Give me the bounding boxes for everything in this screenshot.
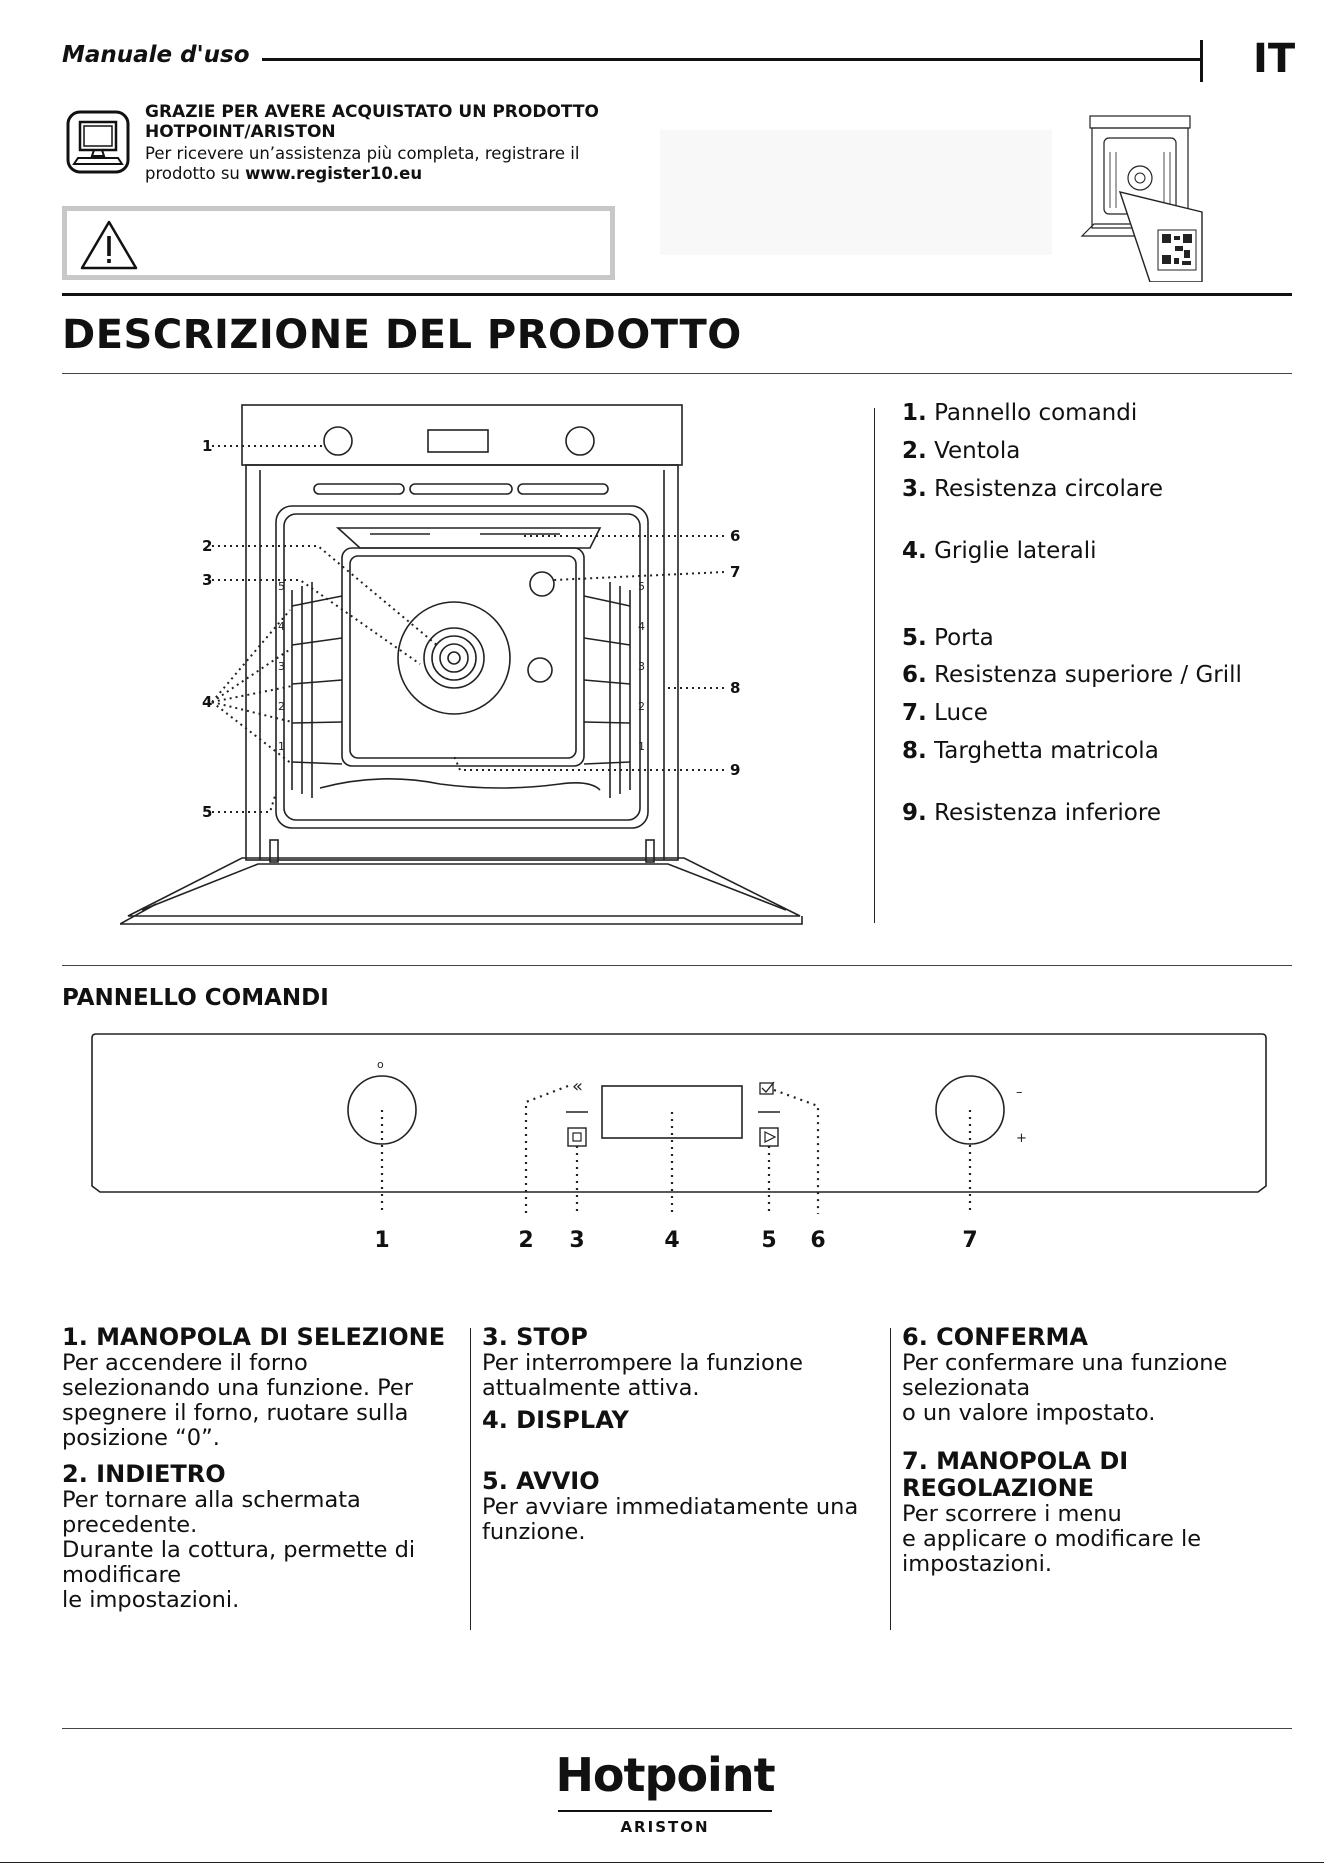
desc-text: Per confermare una funzione selezionata … [902,1350,1228,1426]
knob-zero-mark: o [377,1058,384,1071]
description-column-1: 1. MANOPOLA DI SELEZIONE Per accendere i… [62,1324,462,1613]
desc-heading: 4. DISPLAY [482,1406,629,1434]
legend-item: 8. Targhetta matricola [902,738,1159,764]
desc-text: Per avviare immediatamente una funzione. [482,1494,859,1545]
thanks-heading: GRAZIE PER AVERE ACQUISTATO UN PRODOTTO … [145,102,599,142]
column-separator [890,1328,891,1630]
panel-callout: 2 [518,1228,533,1253]
section-rule [62,293,1292,296]
callout-label: 2 [202,537,212,555]
brand-name: Hotpoint [555,1748,775,1802]
legend-item: 3. Resistenza circolare [902,476,1164,502]
desc-heading: 5. AVVIO [482,1467,600,1495]
desc-text: Per scorrere i menu e applicare o modifi… [902,1501,1202,1577]
brand-logo: Hotpoint ARISTON [500,1748,830,1848]
language-code: IT [1253,36,1296,82]
shelf-level-label: 4 [278,620,285,633]
desc-heading: 2. INDIETRO [62,1460,226,1488]
column-separator [470,1328,471,1630]
callout-label: 7 [730,563,740,581]
panel-callout: 5 [761,1228,776,1253]
footer-rule [62,1728,1292,1729]
panel-callout: 6 [810,1228,825,1253]
shelf-level-label: 1 [278,740,285,753]
desc-text: Per interrompere la funzione attualmente… [482,1350,803,1401]
legend-item: 4. Griglie laterali [902,538,1097,564]
confirm-icon [759,1082,774,1095]
shelf-level-label: 5 [638,580,645,593]
brand-underline [558,1810,772,1812]
computer-icon [66,110,130,174]
title-underline [62,373,1292,374]
callout-label: 1 [202,437,212,455]
desc-heading: 7. MANOPOLA DI REGOLAZIONE [902,1447,1129,1502]
oven-diagram: 1 2 3 4 5 6 7 8 9 5 4 3 2 1 5 4 3 2 1 [120,404,803,925]
callout-label: 4 [202,693,212,711]
section-title: DESCRIZIONE DEL PRODOTTO [62,312,742,358]
desc-heading: 3. STOP [482,1323,588,1351]
callout-label: 5 [202,803,212,821]
description-column-3: 6. CONFERMA Per confermare una funzione … [902,1324,1302,1577]
control-panel-diagram: o « – + 1 2 3 4 5 6 7 [91,1033,1267,1253]
section-rule-thin [62,965,1292,966]
manual-title: Manuale d'uso [62,42,250,68]
panel-callout: 4 [664,1228,679,1253]
register-text: Per ricevere un’assistenza più completa,… [145,144,580,183]
panel-callout: 3 [569,1228,584,1253]
panel-callout: 7 [962,1228,977,1253]
control-panel-title: PANNELLO COMANDI [62,985,329,1011]
shelf-level-label: 2 [638,700,645,713]
shelf-level-label: 1 [638,740,645,753]
desc-text: Per tornare alla schermata precedente. D… [62,1487,416,1613]
legend-item: 1. Pannello comandi [902,400,1138,426]
description-column-2: 3. STOP Per interrompere la funzione att… [482,1324,882,1545]
header-rule [262,58,1202,61]
legend-item: 7. Luce [902,700,988,726]
callout-label: 6 [730,527,740,545]
oven-qr-label-illustration [1080,115,1203,282]
shelf-level-label: 3 [638,660,645,673]
brand-sub: ARISTON [620,1818,710,1836]
safety-warning-box [62,206,615,280]
minus-mark: – [1016,1085,1023,1100]
page-bottom-line [0,1862,1324,1863]
callout-label: 8 [730,679,740,697]
shelf-level-label: 4 [638,620,645,633]
legend-separator [874,408,875,923]
stop-icon [567,1127,587,1147]
legend-item: 2. Ventola [902,438,1021,464]
legend-item: 6. Resistenza superiore / Grill [902,662,1242,688]
plus-mark: + [1016,1131,1027,1146]
panel-callout: 1 [374,1228,389,1253]
legend-item: 5. Porta [902,625,994,651]
shelf-level-label: 2 [278,700,285,713]
legend-item: 9. Resistenza inferiore [902,800,1161,826]
header-rule-end [1200,40,1203,82]
placeholder-panel [660,130,1052,255]
register-url[interactable]: www.register10.eu [245,164,423,183]
shelf-level-label: 5 [278,580,285,593]
desc-heading: 6. CONFERMA [902,1323,1088,1351]
callout-label: 9 [730,761,740,779]
callout-label: 3 [202,571,212,589]
display-screen [601,1085,743,1139]
warning-icon [80,220,138,270]
shelf-level-label: 3 [278,660,285,673]
desc-heading: 1. MANOPOLA DI SELEZIONE [62,1323,446,1351]
desc-text: Per accendere il forno selezionando una … [62,1350,413,1451]
back-icon: « [572,1076,583,1097]
